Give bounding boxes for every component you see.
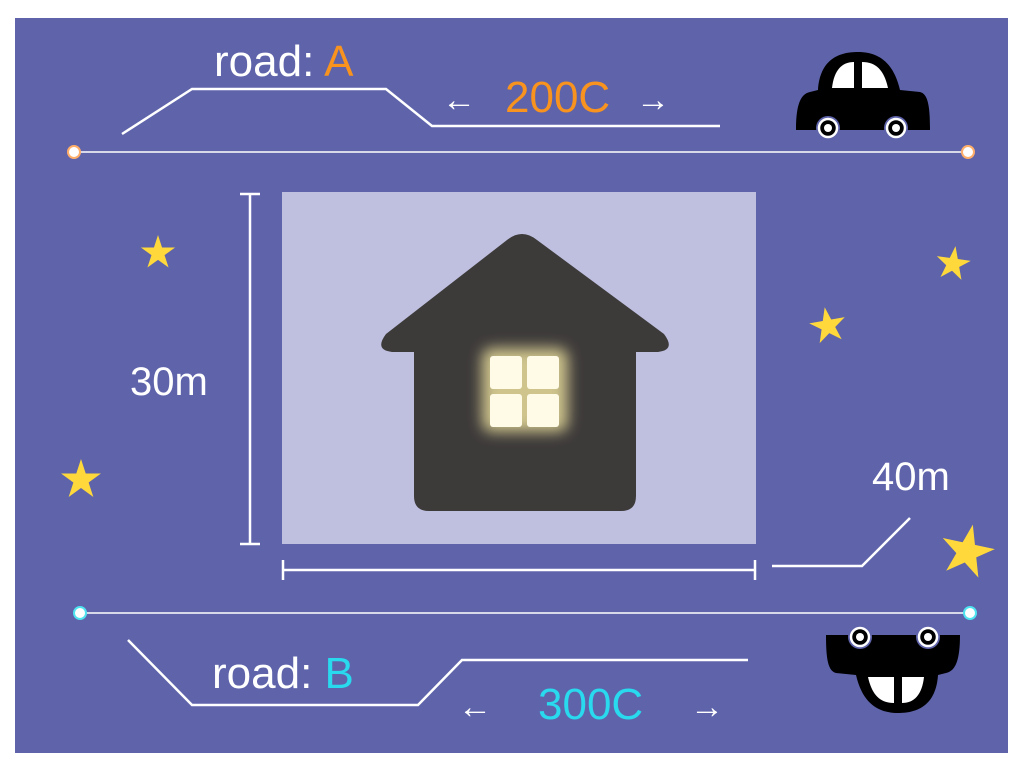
road-b-group: road: B ← 300C → bbox=[73, 606, 977, 729]
upside-down-car-icon bbox=[826, 625, 960, 713]
window-icon bbox=[490, 356, 559, 427]
house-icon bbox=[381, 234, 669, 511]
road-b-label: road: B bbox=[212, 649, 354, 698]
stars bbox=[61, 235, 995, 578]
road-a-right-arrow: → bbox=[636, 81, 670, 119]
road-a-capacity: 200C bbox=[505, 73, 610, 122]
height-dimension bbox=[240, 192, 260, 546]
road-b-left-arrow: ← bbox=[458, 688, 492, 726]
road-a-name: A bbox=[324, 37, 354, 86]
road-a-endpoint-right bbox=[961, 145, 975, 159]
star-icon bbox=[140, 235, 176, 268]
road-a-callout-line bbox=[121, 87, 720, 136]
road-a-endpoint-left bbox=[67, 145, 81, 159]
width-dimension bbox=[281, 517, 911, 580]
car-icon bbox=[796, 52, 930, 140]
width-label: 40m bbox=[872, 455, 950, 499]
star-icon bbox=[61, 459, 101, 497]
road-b-callout-line bbox=[127, 639, 748, 707]
road-b-endpoint-left bbox=[73, 606, 87, 620]
road-b-capacity: 300C bbox=[538, 680, 643, 729]
road-b-right-arrow: → bbox=[690, 688, 724, 726]
star-icon bbox=[936, 246, 971, 280]
width-callout-line bbox=[772, 517, 911, 568]
road-a-group: road: A ← 200C → bbox=[67, 37, 975, 159]
star-icon bbox=[809, 307, 845, 344]
road-b-name: B bbox=[325, 649, 354, 698]
road-a-left-arrow: ← bbox=[442, 81, 476, 119]
road-b-endpoint-right bbox=[963, 606, 977, 620]
star-icon bbox=[942, 524, 995, 578]
height-label: 30m bbox=[130, 360, 208, 404]
road-a-label: road: A bbox=[214, 37, 354, 86]
